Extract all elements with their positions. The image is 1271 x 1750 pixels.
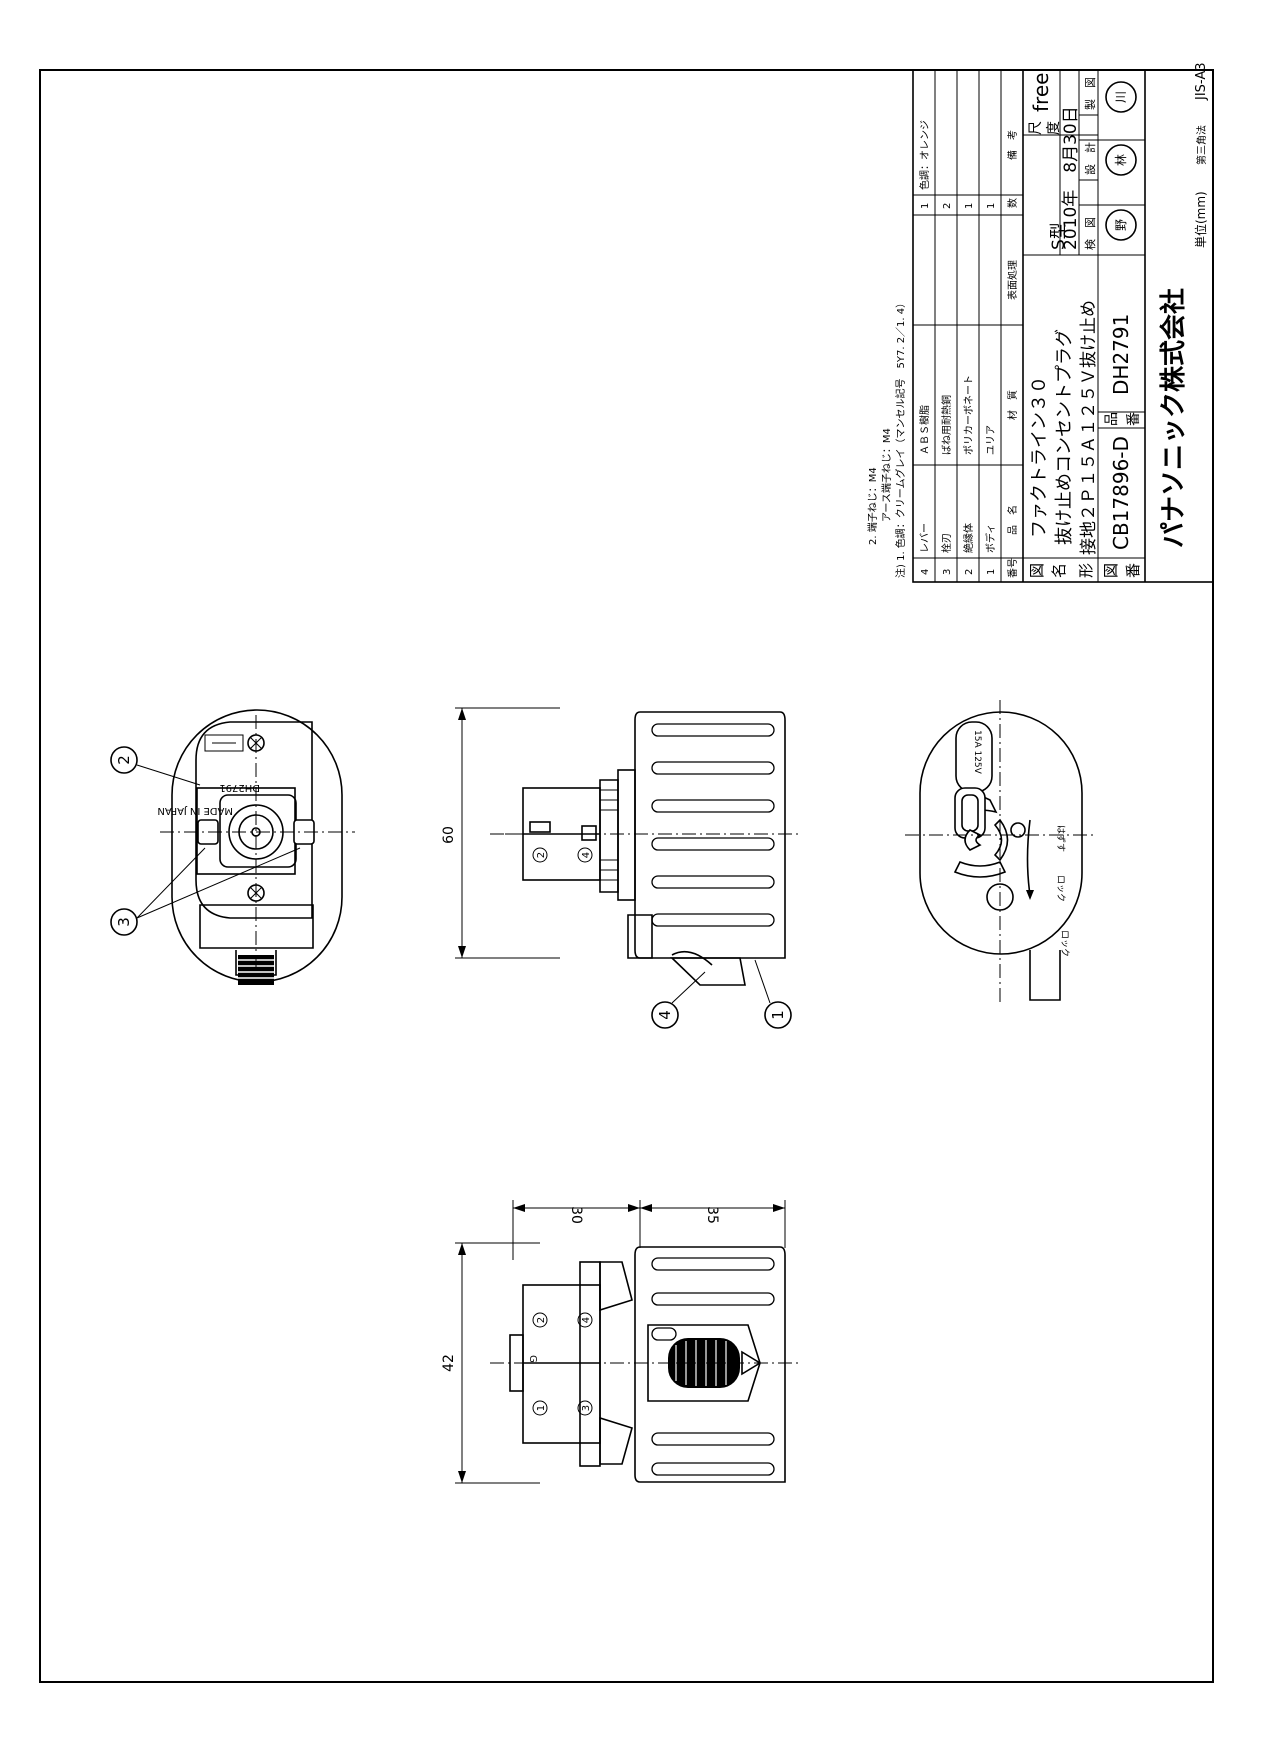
blade-end-view: MADE IN JAPAN DH2791 2 3 <box>110 709 355 985</box>
side-view-1: 60 2 4 4 1 <box>441 707 800 1029</box>
zuban-label-2: 番 <box>1124 563 1142 578</box>
unlock-word: ロック <box>1055 875 1066 902</box>
design-label: 設 計 <box>1083 142 1097 175</box>
parts-row-3: 3 栓刃 ばね用耐熱銅 2 <box>940 203 953 575</box>
header-name: 品 名 <box>1006 505 1019 535</box>
unit-text: 単位(mm) <box>1193 191 1208 248</box>
header-no: 番号 <box>1007 558 1019 578</box>
svg-text:2: 2 <box>115 755 133 765</box>
header-remarks: 備 考 <box>1006 130 1019 160</box>
header-qty: 数 <box>1006 198 1019 208</box>
type-text: 接地２Ｐ１５Ａ１２５Ｖ抜け止め <box>1079 300 1099 555</box>
dim-42: 42 <box>441 1354 457 1372</box>
row4-name: レバー <box>919 523 931 553</box>
row3-qty: 2 <box>942 203 953 209</box>
seal-draw: 川 <box>1105 81 1137 113</box>
date-text: 2010年 8月30日 <box>1061 106 1081 250</box>
svg-text:4: 4 <box>581 1317 592 1323</box>
row1-no: 1 <box>986 569 997 575</box>
seal-check: 野 <box>1105 209 1137 241</box>
svg-text:3: 3 <box>115 917 133 927</box>
face-mark: ロック <box>1059 930 1070 957</box>
svg-text:2: 2 <box>536 1317 547 1323</box>
parts-row-4: 4 レバー ＡＢＳ樹脂 1 色調：オレンジ <box>918 120 931 575</box>
scale-label-1: 尺 <box>1028 121 1044 135</box>
note-1a: 注) 1. 色調：クリームグレイ（マンセル記号 5Y7. 2／1. 4） <box>894 298 907 578</box>
row1-material: ユリア <box>986 425 997 455</box>
row1-qty: 1 <box>986 203 997 209</box>
zumei-label-1: 図 <box>1028 563 1046 578</box>
seal-design: 林 <box>1105 144 1137 176</box>
seal-draw-text: 川 <box>1114 91 1128 103</box>
balloon-1-side: 1 <box>754 959 792 1029</box>
svg-text:1: 1 <box>536 1405 547 1411</box>
title-block: 注) 1. 色調：クリームグレイ（マンセル記号 5Y7. 2／1. 4） アース… <box>866 63 1214 583</box>
parts-row-2: 2 絶縁体 ポリカーボネート 1 <box>962 203 975 575</box>
draw-label: 製 図 <box>1083 77 1097 110</box>
row2-name: 絶縁体 <box>962 523 975 553</box>
svg-text:4: 4 <box>581 852 592 858</box>
title-line-2: 抜け止めコンセントプラグ <box>1054 329 1075 545</box>
row3-name: 栓刃 <box>940 533 953 553</box>
type-label-1: 形 <box>1077 563 1095 578</box>
hinban-label-1: 品 <box>1104 412 1120 426</box>
row1-name: ボディ <box>984 524 997 553</box>
row2-no: 2 <box>964 569 975 575</box>
model-text: S型 <box>1049 222 1069 250</box>
dim-60: 60 <box>441 826 457 844</box>
hinban-label-2: 番 <box>1126 412 1142 426</box>
parts-header-row: 番号 品 名 材 質 表面処理 数 備 考 <box>1006 130 1019 578</box>
face-view: 15A 125V はずす ロック ロック <box>905 700 1095 1005</box>
parts-row-1: 1 ボディ ユリア 1 <box>984 203 997 575</box>
dim-30: 30 <box>568 1206 584 1224</box>
seal-design-text: 林 <box>1114 154 1128 166</box>
seal-check-text: 野 <box>1114 219 1128 231</box>
zuban-label-1: 図 <box>1102 563 1120 578</box>
note-1b: アース端子ねじ：M4 <box>880 428 893 522</box>
svg-text:2: 2 <box>536 852 547 858</box>
header-material: 材 質 <box>1006 390 1019 420</box>
row4-no: 4 <box>920 569 931 575</box>
balloon-2-top: 2 <box>110 746 201 786</box>
row4-material: ＡＢＳ樹脂 <box>918 405 931 455</box>
balloon-4-side: 4 <box>651 971 706 1029</box>
projection-text: 第三角法 <box>1195 125 1208 165</box>
drawing-number: CB17896-D <box>1109 436 1133 550</box>
row4-remarks: 色調：オレンジ <box>918 120 931 190</box>
row3-no: 3 <box>942 569 953 575</box>
scale-label-2: 度 <box>1046 121 1062 135</box>
balloon-3-top: 3 <box>110 847 301 936</box>
row4-qty: 1 <box>920 203 931 209</box>
row3-material: ばね用耐熱銅 <box>940 395 953 455</box>
note-2: 2. 端子ねじ：M4 <box>866 467 879 545</box>
insulator-text-1: MADE IN JAPAN <box>157 805 233 816</box>
part-number: DH2791 <box>1109 314 1133 395</box>
insulator-text-2: DH2791 <box>219 782 260 793</box>
sheet-size: JIS-A3 <box>1194 63 1209 102</box>
lock-word: はずす <box>1055 825 1066 852</box>
ground-mark: G <box>527 1355 538 1363</box>
check-label: 検 図 <box>1083 217 1097 250</box>
row2-material: ポリカーボネート <box>963 375 975 455</box>
header-surface: 表面処理 <box>1006 260 1019 300</box>
svg-text:3: 3 <box>581 1405 592 1411</box>
title-line-1: ファクトライン３０ <box>1029 376 1050 538</box>
drawing-frame <box>39 69 1214 1683</box>
lever-grip <box>668 1338 740 1388</box>
dim-35: 35 <box>704 1206 720 1224</box>
svg-text:4: 4 <box>656 1010 674 1020</box>
row2-qty: 1 <box>964 203 975 209</box>
cord-guard <box>238 955 274 985</box>
company-name: パナソニック株式会社 <box>1158 288 1189 548</box>
zumei-label-2: 名 <box>1050 563 1068 578</box>
svg-text:1: 1 <box>769 1010 787 1020</box>
scale-value: free <box>1029 73 1053 112</box>
side-view-2: 42 30 35 G <box>441 1200 800 1484</box>
rating-text: 15A 125V <box>972 730 982 775</box>
